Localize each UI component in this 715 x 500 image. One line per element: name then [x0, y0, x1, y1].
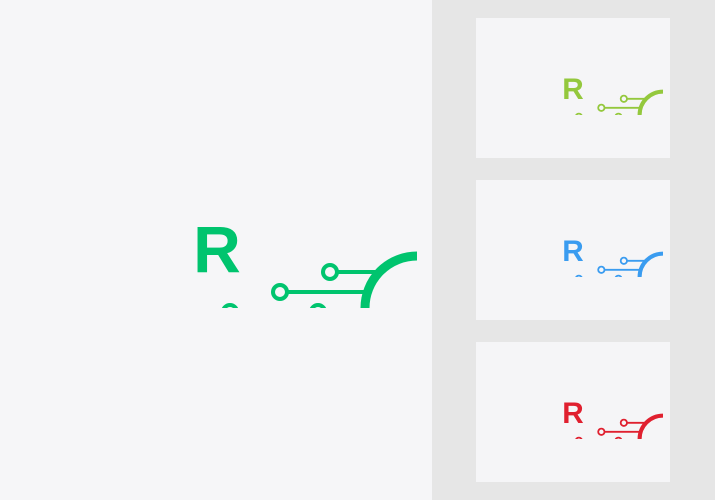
red-variant-card: R	[476, 342, 670, 482]
blue-variant-card: R	[476, 180, 670, 320]
logo-letter: R	[193, 212, 241, 286]
lime-variant-card: R	[476, 18, 670, 158]
variants-panel: R R R	[432, 0, 715, 500]
logo-letter: R	[562, 235, 583, 268]
main-logo-panel: R	[193, 212, 417, 308]
blue-circuit-logo: R	[562, 235, 663, 277]
logo-letter: R	[562, 397, 583, 430]
logo-letter: R	[562, 73, 583, 106]
lime-circuit-logo: R	[562, 73, 663, 115]
red-circuit-logo: R	[562, 397, 663, 439]
green-circuit-logo: R	[193, 212, 417, 308]
